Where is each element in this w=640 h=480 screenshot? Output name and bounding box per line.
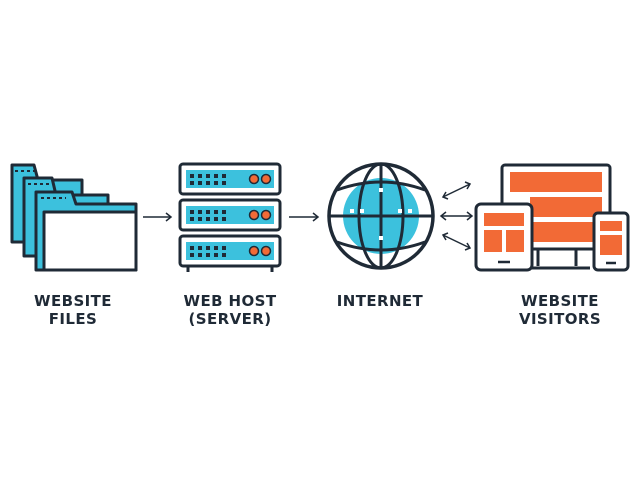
globe-icon [327,162,435,270]
label-web-host: WEB HOST (SERVER) [183,292,277,328]
folders-icon [10,163,138,272]
label-internet: INTERNET [336,292,424,310]
arrows-internet-to-visitors [439,181,474,251]
arrow-server-to-internet [289,212,320,222]
server-vent-grid [190,174,226,257]
label-website-files: WEBSITE FILES [34,292,112,328]
server-status-lights [248,173,272,257]
devices-icon [474,163,630,272]
label-website-visitors: WEBSITE VISITORS [518,292,602,328]
arrow-files-to-server [143,212,173,222]
